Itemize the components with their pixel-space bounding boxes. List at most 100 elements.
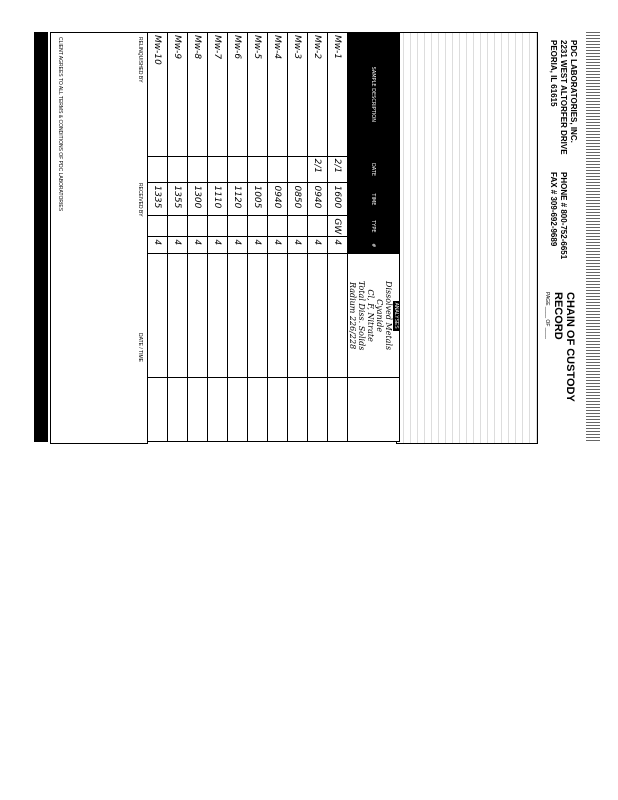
cell-date — [207, 156, 228, 183]
cell-type — [267, 215, 288, 237]
scan-strip — [586, 32, 600, 442]
col-description: SAMPLE DESCRIPTION — [347, 32, 400, 157]
cell-time: 1300 — [187, 182, 208, 216]
col-time: TIME — [347, 182, 400, 216]
cell-date — [167, 156, 188, 183]
received-label: RECEIVED BY — [137, 183, 143, 217]
cell-blank — [187, 253, 208, 378]
client-info-box — [396, 32, 538, 444]
cell-count: 4 — [227, 236, 248, 254]
company-fax: FAX # 309-692-9689 — [549, 172, 558, 247]
cell-blank — [267, 253, 288, 378]
cell-count: 4 — [187, 236, 208, 254]
cell-blank — [307, 253, 328, 378]
cell-blank — [147, 377, 168, 442]
cell-type — [247, 215, 268, 237]
form-title: CHAIN OF CUSTODY RECORD — [552, 292, 576, 402]
cell-blank — [327, 253, 348, 378]
cell-blank — [207, 253, 228, 378]
cell-id: Mw-5 — [247, 32, 268, 157]
col-date: DATE — [347, 156, 400, 183]
company-block: PDC LABORATORIES, INC. 2231 WEST ALTORFE… — [548, 40, 578, 155]
cell-count: 4 — [327, 236, 348, 254]
cell-type — [227, 215, 248, 237]
cell-count: 4 — [267, 236, 288, 254]
cell-date — [187, 156, 208, 183]
terms-note: CLIENT AGREES TO ALL TERMS & CONDITIONS … — [57, 37, 63, 212]
cell-count: 4 — [247, 236, 268, 254]
analysis-1: Cyanide — [375, 299, 384, 333]
cell-count: 4 — [207, 236, 228, 254]
cell-id: Mw-10 — [147, 32, 168, 157]
cell-time: 1005 — [247, 182, 268, 216]
cell-blank — [227, 253, 248, 378]
cell-date — [147, 156, 168, 183]
cell-type — [187, 215, 208, 237]
table-row: Mw-5 1005 4 — [247, 32, 268, 442]
cell-date: 2/1 — [307, 156, 328, 183]
company-city: PEORIA, IL 61615 — [549, 40, 558, 107]
analyses-header-label: ANALYSES — [393, 300, 399, 331]
cell-time: 0850 — [287, 182, 308, 216]
cell-type — [307, 215, 328, 237]
cell-type — [167, 215, 188, 237]
cell-blank — [207, 377, 228, 442]
cell-id: Mw-1 — [327, 32, 348, 157]
col-count: # — [347, 236, 400, 254]
contact-block: PHONE # 800-752-6651 FAX # 309-692-9689 — [548, 172, 568, 259]
cell-type: GW — [327, 215, 348, 237]
cell-date: 2/1 — [327, 156, 348, 183]
cell-time: 0940 — [267, 182, 288, 216]
cell-id: Mw-8 — [187, 32, 208, 157]
analysis-3: Total Diss. Solids — [357, 280, 366, 351]
cell-blank — [167, 253, 188, 378]
cell-blank — [247, 253, 268, 378]
col-analyses: ANALYSES Dissolved Metals Cyanide Cl, F,… — [347, 253, 400, 378]
cell-id: Mw-9 — [167, 32, 188, 157]
chain-of-custody-form: PDC LABORATORIES, INC. 2231 WEST ALTORFE… — [30, 32, 600, 444]
company-name: PDC LABORATORIES, INC. — [569, 40, 578, 143]
cell-time: 0940 — [307, 182, 328, 216]
cell-count: 4 — [307, 236, 328, 254]
analysis-2: Cl, F, Nitrate — [366, 289, 375, 342]
cell-blank — [287, 253, 308, 378]
company-address: 2231 WEST ALTORFER DRIVE — [559, 40, 568, 155]
cell-id: Mw-6 — [227, 32, 248, 157]
date-time-label: DATE / TIME — [137, 333, 143, 362]
cell-type — [147, 215, 168, 237]
cell-type — [287, 215, 308, 237]
cell-time: 1110 — [207, 182, 228, 216]
cell-blank — [287, 377, 308, 442]
analysis-0: Dissolved Metals — [384, 281, 393, 351]
cell-time: 1600 — [327, 182, 348, 216]
cell-type — [207, 215, 228, 237]
cell-blank — [307, 377, 328, 442]
sample-table: SAMPLE DESCRIPTION DATE TIME TYPE # ANAL… — [147, 32, 400, 442]
col-type: TYPE — [347, 215, 400, 237]
cell-id: Mw-4 — [267, 32, 288, 157]
company-phone: PHONE # 800-752-6651 — [559, 172, 568, 260]
page-label: PAGE ____ OF ____ — [544, 292, 550, 339]
cell-count: 4 — [147, 236, 168, 254]
col-remarks — [347, 377, 400, 442]
cell-time: 1120 — [227, 182, 248, 216]
cell-blank — [147, 253, 168, 378]
cell-blank — [267, 377, 288, 442]
cell-blank — [327, 377, 348, 442]
analysis-4: Radium 226/228 — [348, 282, 357, 350]
cell-id: Mw-3 — [287, 32, 308, 157]
cell-date — [287, 156, 308, 183]
cell-date — [227, 156, 248, 183]
cell-blank — [247, 377, 268, 442]
cell-date — [247, 156, 268, 183]
signature-box: RELINQUISHED BY RECEIVED BY DATE / TIME … — [50, 32, 148, 444]
cell-time: 1355 — [167, 182, 188, 216]
scan-black-bar — [34, 32, 48, 442]
table-row: Mw-4 0940 4 — [267, 32, 288, 442]
